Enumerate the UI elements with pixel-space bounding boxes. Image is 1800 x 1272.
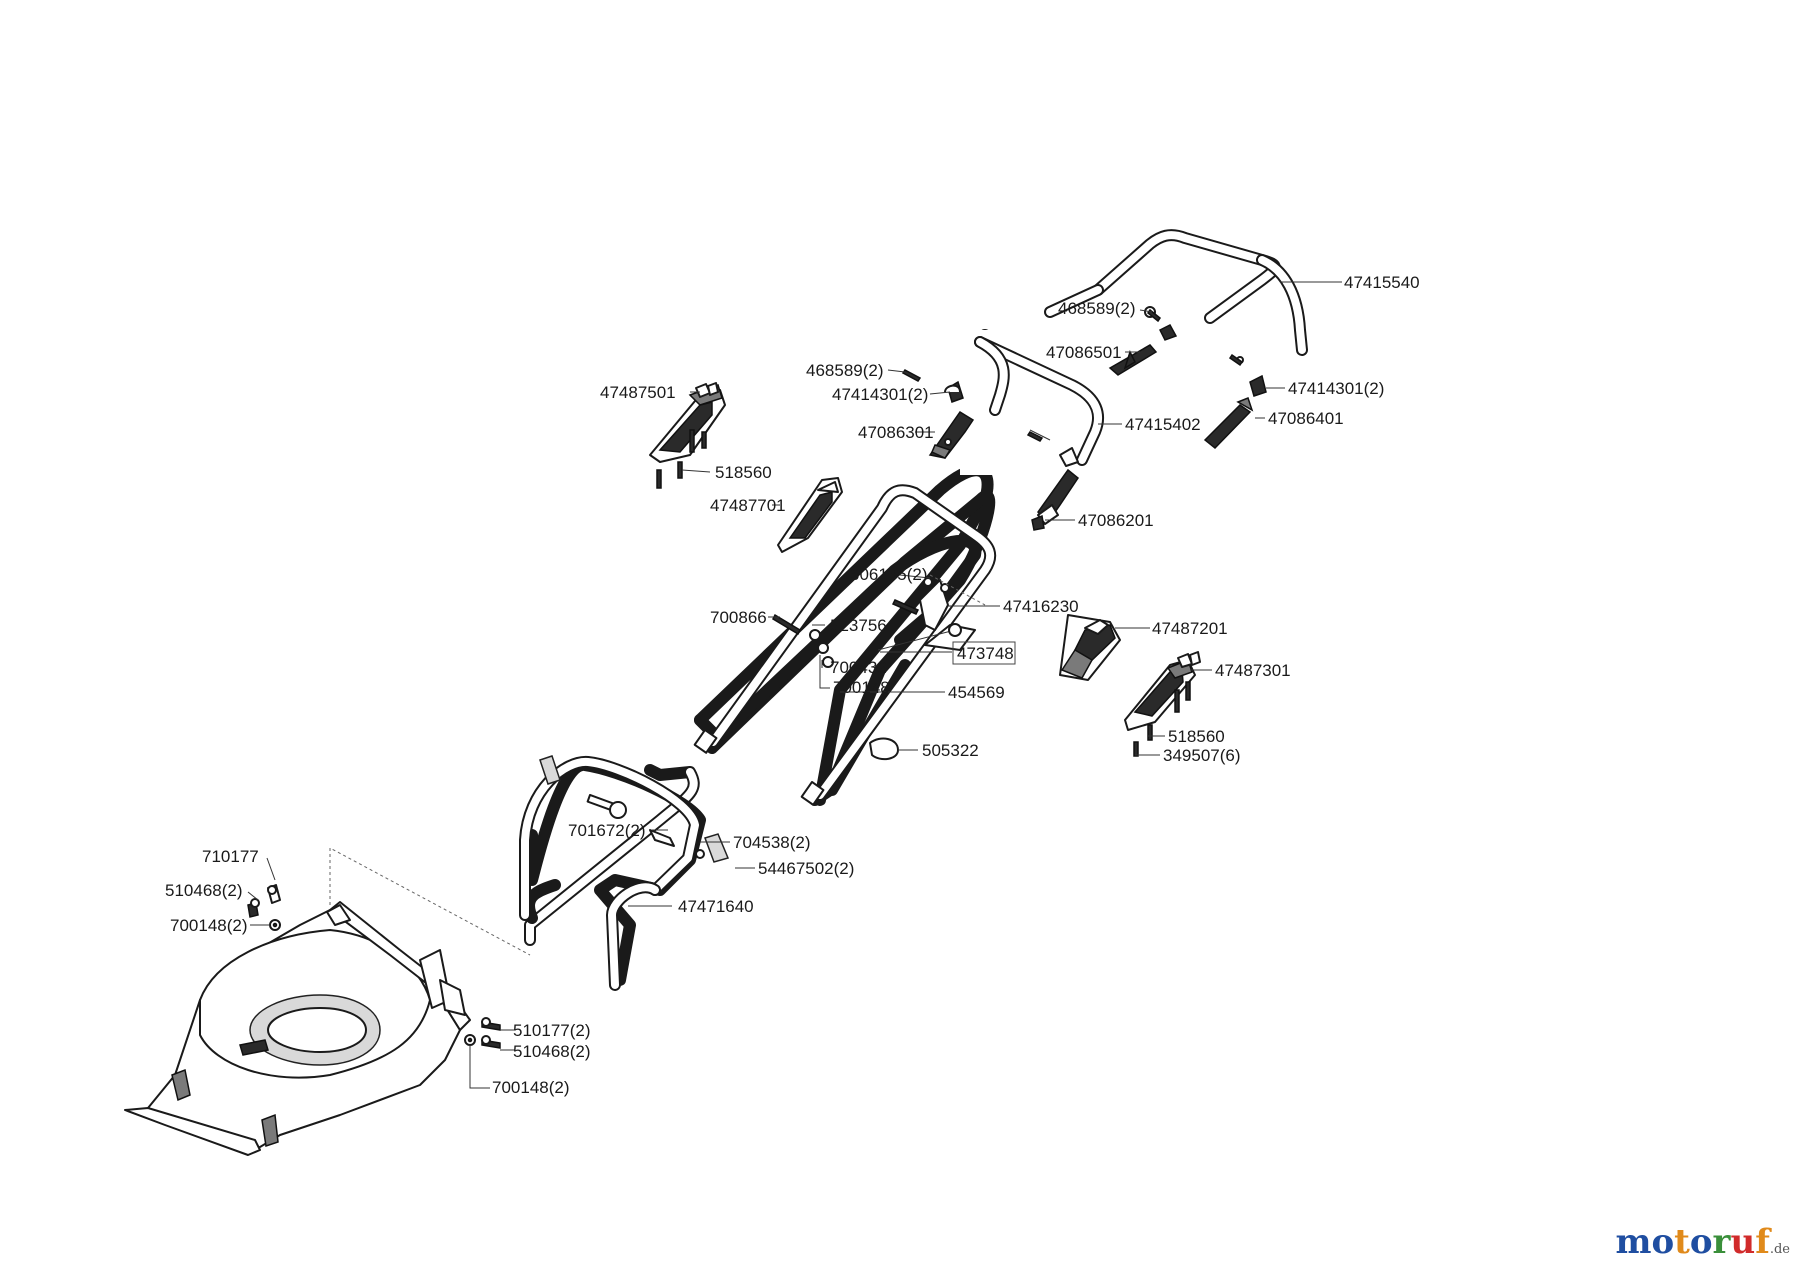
bail-bar-clean: [960, 330, 1105, 475]
cover-47487701: [777, 477, 843, 553]
deck-hardware-right: [464, 1017, 501, 1049]
clip-47414301-left: [944, 380, 964, 403]
label-700866: 700866: [710, 608, 767, 627]
watermark-letter: o: [1689, 1222, 1713, 1262]
cover-47487201: [1059, 614, 1121, 681]
label-523756: 523756: [830, 616, 887, 635]
bolt-assembly: [772, 613, 834, 689]
watermark-logo: motoruf.de: [1615, 1222, 1790, 1262]
cable-473748: [877, 623, 976, 651]
label-47487201: 47487201: [1152, 619, 1228, 638]
label-700148-left: 700148(2): [170, 916, 248, 935]
label-349507: 349507(6): [1163, 746, 1241, 765]
lower-handle-hardware: [539, 755, 730, 863]
watermark-suffix: .de: [1769, 1242, 1790, 1257]
watermark-letter: m: [1615, 1222, 1652, 1262]
label-468589-top: 468589(2): [1058, 299, 1136, 318]
screws-518560-left: [656, 429, 707, 489]
label-47415540: 47415540: [1344, 273, 1420, 292]
bracket-47416230: [891, 574, 986, 631]
label-468589-mid: 468589(2): [806, 361, 884, 380]
watermark-letter: u: [1730, 1222, 1756, 1262]
label-47415402: 47415402: [1125, 415, 1201, 434]
upper-handle-frame: [707, 484, 997, 801]
lever-47086301: [928, 410, 975, 459]
screws-468589: [901, 308, 1244, 442]
lower-handle: [519, 755, 706, 991]
label-47086201: 47086201: [1078, 511, 1154, 530]
label-47487301: 47487301: [1215, 661, 1291, 680]
label-54467502: 54467502(2): [758, 859, 854, 878]
label-47414301-left: 47414301(2): [832, 385, 928, 404]
watermark-letter: t: [1674, 1222, 1690, 1262]
label-47416230: 47416230: [1003, 597, 1079, 616]
label-510468-right: 510468(2): [513, 1042, 591, 1061]
label-505322: 505322: [922, 741, 979, 760]
clip-505322: [869, 737, 899, 761]
label-518560-left: 518560: [715, 463, 772, 482]
label-710177: 710177: [202, 847, 259, 866]
label-700432: 700432: [830, 658, 887, 677]
label-700148-right: 700148(2): [492, 1078, 570, 1097]
label-47414301-right: 47414301(2): [1288, 379, 1384, 398]
label-510468-left: 510468(2): [165, 881, 243, 900]
label-700148-handle: 700148: [833, 678, 890, 697]
lever-47086501: [1108, 306, 1178, 376]
label-454569: 454569: [948, 683, 1005, 702]
label-518560-right: 518560: [1168, 727, 1225, 746]
cover-47487301: [1124, 651, 1201, 731]
label-47086301: 47086301: [858, 423, 934, 442]
label-47086501: 47086501: [1046, 343, 1122, 362]
watermark-letter: o: [1651, 1222, 1675, 1262]
deck-hardware-left: [247, 884, 281, 931]
label-47487701: 47487701: [710, 496, 786, 515]
label-473748: 473748: [957, 644, 1014, 663]
watermark-letter: r: [1712, 1222, 1731, 1262]
lever-47086401: [1203, 397, 1254, 450]
label-47471640: 47471640: [678, 897, 754, 916]
handle-bottom-ends: [693, 729, 825, 806]
part-labels: 47415540 468589(2) 47086501 468589(2) 47…: [165, 273, 1420, 1097]
label-47086401: 47086401: [1268, 409, 1344, 428]
label-47487501: 47487501: [600, 383, 676, 402]
watermark-letter: f: [1755, 1222, 1770, 1262]
cover-47487501: [649, 382, 726, 463]
label-704538: 704538(2): [733, 833, 811, 852]
label-606135: 606135(2): [850, 565, 928, 584]
leader-lines: [247, 281, 1342, 1089]
mower-deck: [124, 847, 531, 1156]
lever-47086201: [1029, 429, 1080, 531]
label-510177: 510177(2): [513, 1021, 591, 1040]
label-701672: 701672(2): [568, 821, 646, 840]
